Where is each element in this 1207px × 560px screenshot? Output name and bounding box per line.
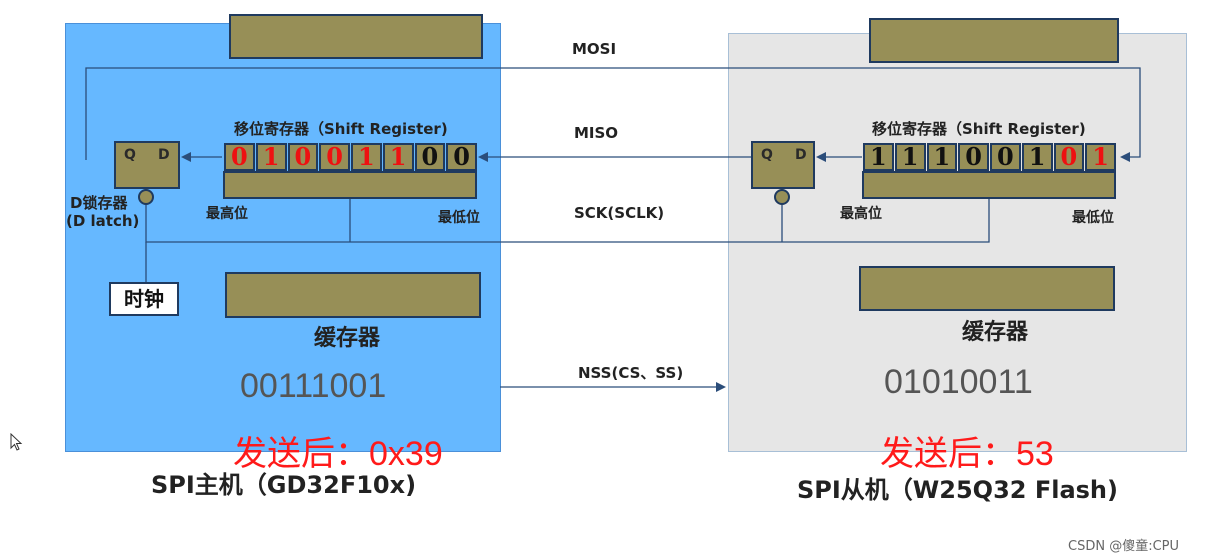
slave-bit-cell: 1 <box>1021 143 1053 171</box>
slave-bit-cell: 1 <box>894 143 926 171</box>
master-bit-cell: 1 <box>382 143 414 171</box>
master-bit-cell: 1 <box>351 143 382 171</box>
master-latch-label-2: (D latch) <box>66 212 140 230</box>
master-d-latch: Q D <box>114 141 180 189</box>
master-latch-label-1: D锁存器 <box>70 194 128 212</box>
slave-bit-cell: 0 <box>958 143 989 171</box>
slave-shift-register-label: 移位寄存器（Shift Register) <box>872 120 1086 138</box>
master-bit-cell: 0 <box>414 143 446 171</box>
master-title: SPI主机（GD32F10x) <box>151 471 417 499</box>
master-bit-cell: 1 <box>255 143 287 171</box>
master-latch-clock-bubble <box>138 189 154 205</box>
master-buffer-block <box>225 272 481 318</box>
slave-buffer-label: 缓存器 <box>962 320 1029 345</box>
mosi-wire <box>85 67 1141 162</box>
master-after-send: 发送后：0x39 <box>233 435 443 473</box>
slave-header-block <box>869 18 1119 63</box>
nss-label: NSS(CS、SS) <box>578 364 684 382</box>
slave-bit-cell: 0 <box>1053 143 1085 171</box>
master-bit-cell: 0 <box>287 143 319 171</box>
slave-after-send: 发送后：53 <box>880 435 1054 473</box>
slave-latch-d: D <box>795 147 807 163</box>
slave-bit-cell: 1 <box>926 143 958 171</box>
slave-latch-q: Q <box>761 147 773 163</box>
watermark: CSDN @傻童:CPU <box>1068 539 1180 554</box>
master-shift-register-label: 移位寄存器（Shift Register) <box>234 120 448 138</box>
slave-d-latch: Q D <box>751 141 815 189</box>
master-lsb-label: 最低位 <box>438 210 480 226</box>
slave-shift-register-base <box>862 171 1116 199</box>
master-buffer-label: 缓存器 <box>314 326 381 351</box>
mouse-cursor-icon <box>10 433 23 451</box>
mosi-label: MOSI <box>572 40 617 58</box>
master-shift-register-base <box>223 171 477 199</box>
slave-msb-label: 最高位 <box>840 206 882 222</box>
clock-box: 时钟 <box>109 282 179 316</box>
slave-latch-clock-bubble <box>774 189 790 205</box>
slave-bit-cell: 1 <box>1085 143 1116 171</box>
slave-bit-cell: 0 <box>990 143 1021 171</box>
slave-title: SPI从机（W25Q32 Flash) <box>797 476 1118 504</box>
slave-lsb-label: 最低位 <box>1072 210 1114 226</box>
spi-master-panel <box>65 23 501 452</box>
master-bit-cell: 0 <box>319 143 350 171</box>
master-latch-d: D <box>158 147 170 163</box>
master-msb-label: 最高位 <box>206 206 248 222</box>
master-bit-cell: 0 <box>224 143 255 171</box>
master-header-block <box>229 14 483 59</box>
master-latch-q: Q <box>124 147 136 163</box>
master-bit-cell: 0 <box>446 143 477 171</box>
slave-bit-cell: 1 <box>863 143 894 171</box>
miso-label: MISO <box>574 124 619 142</box>
slave-buffer-value: 01010011 <box>884 363 1033 401</box>
slave-buffer-block <box>859 266 1115 311</box>
sck-wire <box>145 196 990 243</box>
master-buffer-value: 00111001 <box>240 367 387 405</box>
sck-label: SCK(SCLK) <box>574 204 665 222</box>
